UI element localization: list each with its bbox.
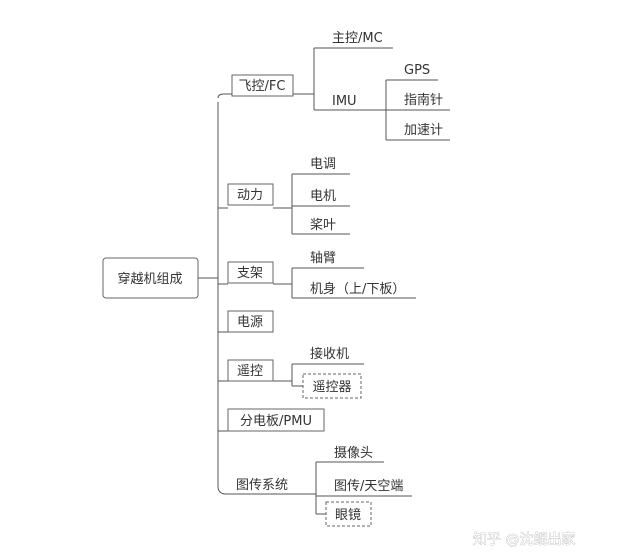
video-label: 图传系统 [236,478,288,493]
power-children: 电调 电机 桨叶 [310,157,336,233]
node-flight-controller: 飞控/FC [231,74,294,97]
stub-fc [217,93,232,99]
battery-box [227,310,274,333]
video-children: 摄像头 图传/天空端 眼镜 [325,446,403,527]
frame-box [227,261,274,284]
leaf-goggles: 眼镜 [335,508,361,523]
battery-label: 电源 [237,315,263,330]
leaf-motor: 电机 [310,189,336,204]
transmitter-box [302,373,362,399]
leaf-vtx: 图传/天空端 [334,479,403,494]
leaf-transmitter: 遥控器 [312,380,351,395]
leaf-receiver: 接收机 [310,346,349,362]
fc-label: 飞控/FC [239,79,286,94]
leaf-gps: GPS [404,63,430,78]
frame-label: 支架 [237,266,263,281]
pmu-label: 分电板/PMU [240,414,312,429]
leaf-main-control: 主控/MC [332,31,383,46]
node-frame: 支架 [227,261,274,284]
leaf-arm: 轴臂 [310,251,336,266]
node-power: 动力 [227,183,274,206]
pmu-box [227,408,325,432]
remote-label: 遥控 [237,364,263,379]
fc-children: 主控/MC IMU GPS 指南针 加速计 [332,31,443,138]
leaf-camera: 摄像头 [334,446,373,461]
frame-children: 轴臂 机身（上/下板） [310,251,405,297]
watermark-text: 知乎 @沈鲲出家 [473,531,575,548]
root-label: 穿越机组成 [117,271,182,287]
node-pmu: 分电板/PMU [227,408,325,432]
fc-box [231,74,294,97]
leaf-body-plates: 机身（上/下板） [310,281,405,297]
goggles-box [325,501,372,527]
leaf-compass: 指南针 [404,92,443,108]
remote-children: 接收机 遥控器 [302,346,362,399]
node-battery: 电源 [227,310,274,333]
power-box [227,183,274,206]
node-video: 图传系统 [236,478,288,493]
power-label: 动力 [237,188,263,203]
stub-video [217,485,296,495]
leaf-propeller: 桨叶 [310,217,336,233]
remote-box [227,359,274,382]
node-remote: 遥控 [227,359,274,382]
leaf-imu: IMU [332,94,357,109]
leaf-esc: 电调 [310,157,336,172]
root-node: 穿越机组成 [102,257,199,299]
root-box [102,257,199,299]
connector-lines [198,47,450,515]
leaf-accelerometer: 加速计 [404,123,443,138]
